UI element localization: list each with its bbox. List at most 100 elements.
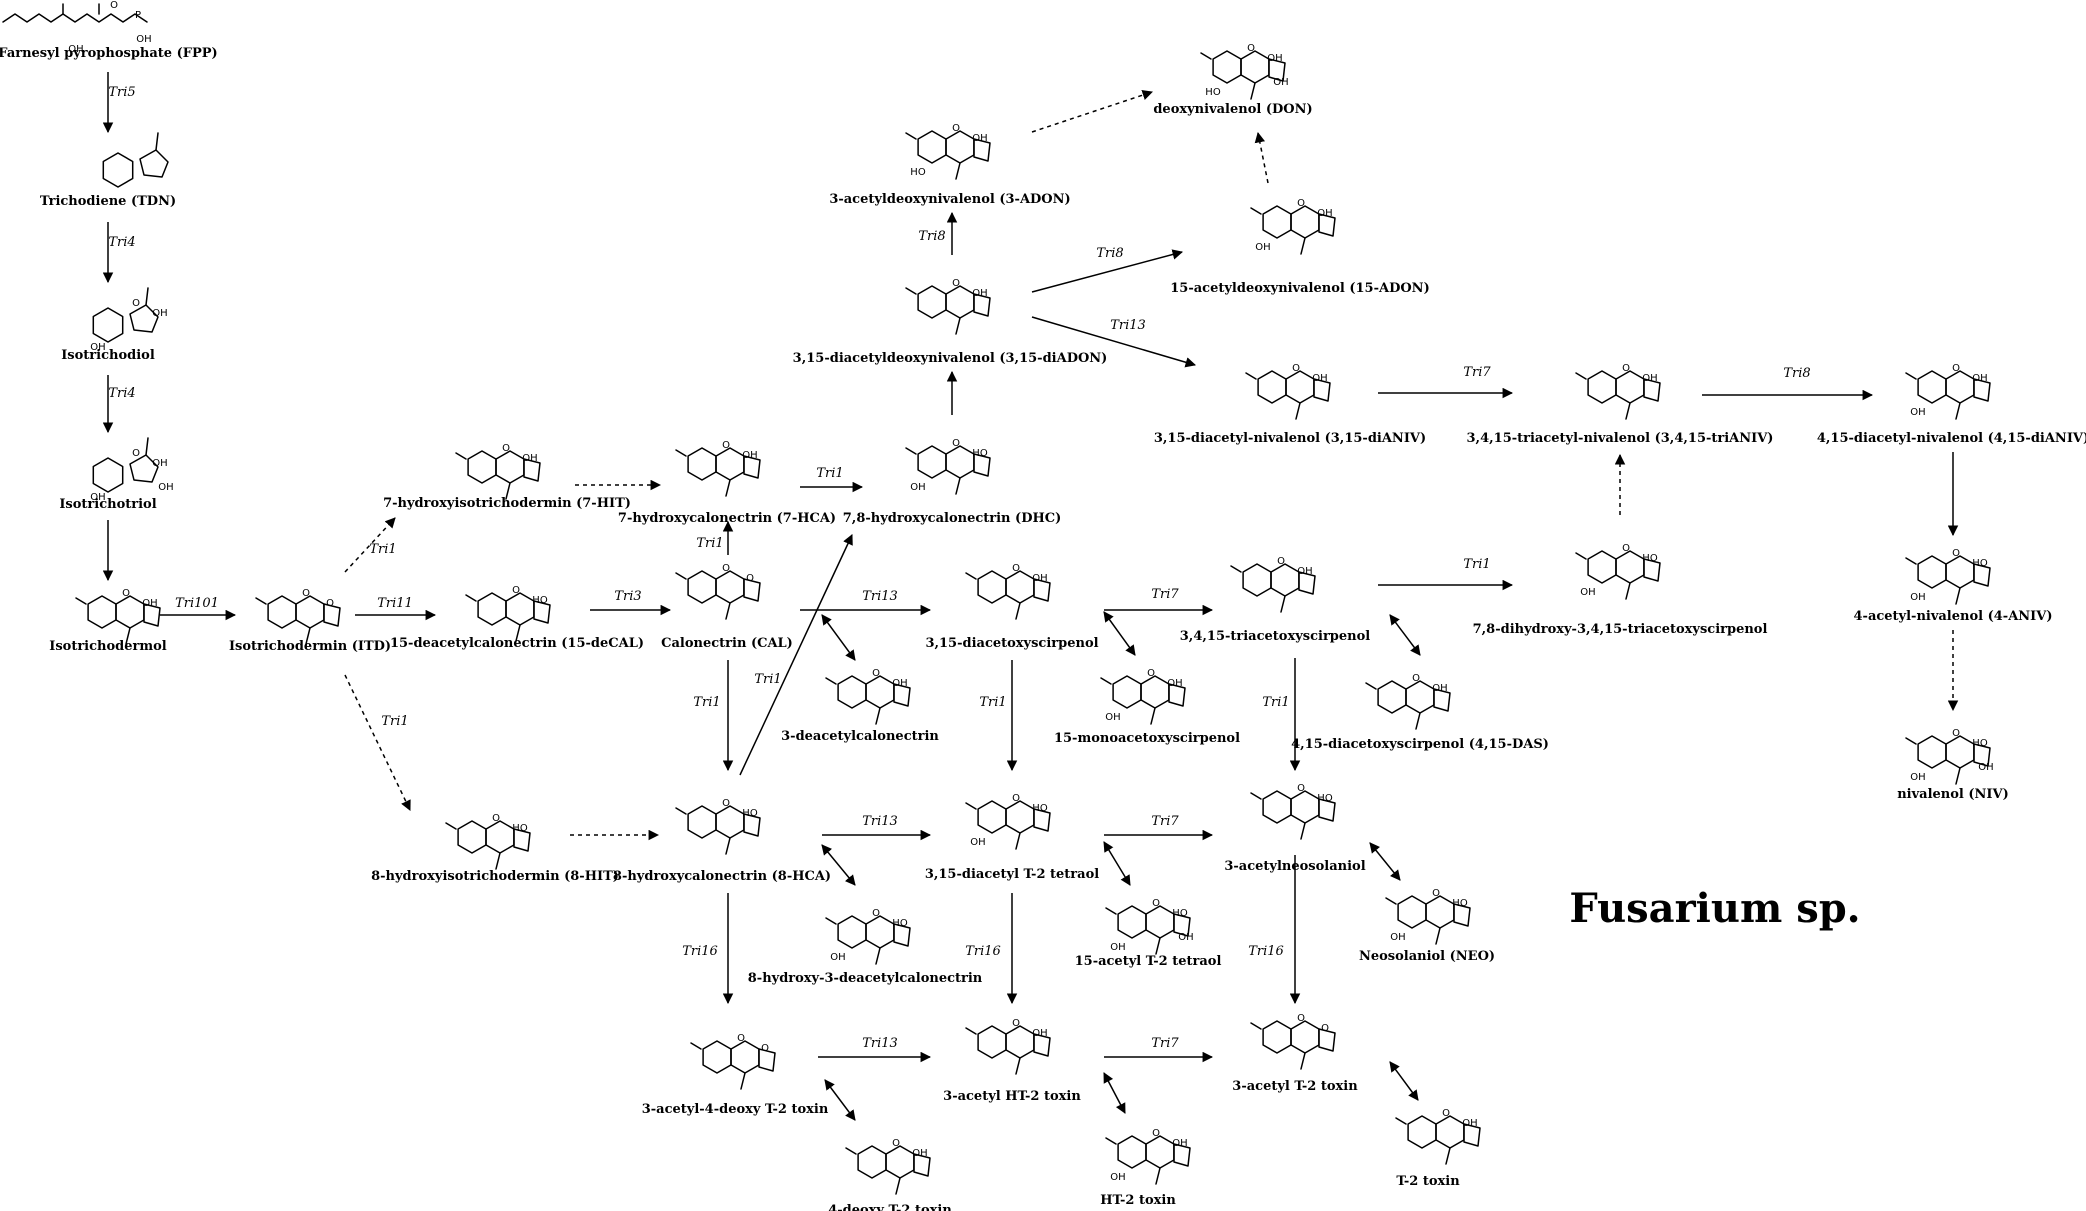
atom-label: O: [110, 0, 118, 11]
enzyme-label-r25: Tri13: [1110, 318, 1146, 333]
enzyme-label-r30: Tri7: [1151, 1036, 1179, 1051]
atom-label: O: [952, 438, 960, 449]
compound-name-trianiv: 3,4,15-triacetyl-nivalenol (3,4,15-triAN…: [1467, 431, 1774, 446]
atom-label: O: [1432, 888, 1440, 899]
enzyme-label-r8: Tri1: [381, 714, 408, 729]
atom-label: O: [1412, 673, 1420, 684]
atom-label: O: [1321, 1023, 1329, 1034]
atom-label: HO: [1452, 898, 1468, 909]
structure-das415: O OH: [1365, 673, 1451, 730]
atom-label: HO: [512, 823, 528, 834]
enzyme-labels: Tri5Tri4Tri4Tri101Tri1Tri11Tri1Tri3Tri1T…: [108, 85, 1810, 1051]
atom-label: O: [1297, 1013, 1305, 1024]
atom-label: O: [722, 798, 730, 809]
atom-label: O: [1012, 1018, 1020, 1029]
atom-label: O: [1622, 543, 1630, 554]
atom-label: OH: [1390, 932, 1405, 943]
atom-label: OH: [1267, 53, 1282, 64]
atom-label: OH: [90, 342, 105, 353]
atom-label: OH: [136, 34, 151, 45]
structure-aneo: OHO: [1250, 783, 1336, 840]
atom-label: OH: [152, 308, 167, 319]
atom-label: O: [1952, 728, 1960, 739]
structure-aht2: OOH: [965, 1018, 1051, 1075]
compound-name-neo: Neosolaniol (NEO): [1359, 949, 1495, 964]
reaction-arrow-adt2-to-dt2: [824, 1079, 856, 1121]
reaction-arrow-dias-to-mas15: [1103, 611, 1136, 656]
enzyme-label-r7: Tri11: [377, 596, 413, 611]
structure-hca8: OHO: [675, 798, 761, 855]
atom-label: OH: [830, 952, 845, 963]
compound-name-dhtas: 7,8-dihydroxy-3,4,15-triacetoxyscirpenol: [1473, 622, 1768, 637]
atom-label: OH: [1580, 587, 1595, 598]
structure-decal15: OHO: [465, 585, 551, 642]
compound-name-at2: 3-acetyl T-2 toxin: [1232, 1079, 1358, 1094]
atom-label: O: [722, 440, 730, 451]
compound-name-tas: 3,4,15-triacetoxyscirpenol: [1180, 629, 1371, 644]
enzyme-label-r17: Tri13: [862, 814, 898, 829]
atom-label: HO: [1642, 553, 1658, 564]
enzyme-label-r21: Tri8: [918, 229, 945, 244]
compound-name-t2: T-2 toxin: [1396, 1174, 1460, 1189]
compound-name-isotrichodiol: Isotrichodiol: [61, 348, 155, 363]
reaction-arrows: [102, 72, 1959, 1121]
atom-label: OH: [1032, 573, 1047, 584]
structure-itd: OO: [255, 588, 341, 645]
structure-dias: OOH: [965, 563, 1051, 620]
atom-label: O: [952, 123, 960, 134]
atom-label: OH: [742, 450, 757, 461]
atom-label: O: [722, 563, 730, 574]
compound-names: Farnesyl pyrophosphate (FPP)Trichodiene …: [0, 46, 2086, 1211]
compound-name-hit7: 7-hydroxyisotrichodermin (7-HIT): [383, 496, 631, 511]
structure-adt2: OO: [690, 1033, 776, 1090]
atom-label: O: [326, 598, 334, 609]
structure-hit7: OOH: [455, 443, 541, 500]
compound-name-fpp: Farnesyl pyrophosphate (FPP): [0, 46, 218, 61]
atom-label: OH: [1432, 683, 1447, 694]
atom-label: O: [1292, 363, 1300, 374]
enzyme-label-r12: Tri1: [696, 536, 723, 551]
reaction-arrow-cal-to-dcal3: [821, 614, 856, 661]
atom-label: O: [502, 443, 510, 454]
structure-t2: OOH: [1395, 1108, 1481, 1165]
compound-name-cal: Calonectrin (CAL): [661, 636, 793, 651]
enzyme-label-r35: Tri1: [1463, 557, 1490, 572]
compound-name-dias: 3,15-diacetoxyscirpenol: [925, 636, 1098, 651]
compound-name-isotrichodermol: Isotrichodermol: [49, 639, 167, 654]
structure-hit8: OHO: [445, 813, 531, 870]
atom-label: O: [122, 588, 130, 599]
atom-label: O: [1622, 363, 1630, 374]
compound-name-aniv4: 4-acetyl-nivalenol (4-ANIV): [1854, 609, 2053, 624]
structure-neo: O HO OH: [1385, 888, 1471, 945]
atom-label: O: [761, 1043, 769, 1054]
atom-label: HO: [1972, 558, 1988, 569]
enzyme-label-r16: Tri13: [862, 589, 898, 604]
compound-name-aht2: 3-acetyl HT-2 toxin: [943, 1089, 1081, 1104]
compound-name-dt2: 4-deoxy T-2 toxin: [828, 1203, 952, 1211]
structure-dianiv: OOH: [1245, 363, 1331, 420]
compound-name-hca8: 8-hydroxycalonectrin (8-HCA): [613, 869, 831, 884]
structure-dt2: OOH: [845, 1138, 931, 1195]
enzyme-label-r10: Tri3: [614, 589, 641, 604]
atom-label: O: [1442, 1108, 1450, 1119]
reaction-arrow-hca8-to-dhc: [739, 534, 853, 776]
compound-name-decal15: 15-deacetylcalonectrin (15-deCAL): [390, 636, 644, 651]
enzyme-label-r3: Tri4: [108, 386, 135, 401]
atom-label: OH: [1110, 1172, 1125, 1183]
atom-label: O: [302, 588, 310, 599]
atom-label: O: [132, 448, 140, 459]
compound-name-ht2: HT-2 toxin: [1100, 1193, 1176, 1208]
atom-label: HO: [1172, 908, 1188, 919]
reaction-arrow-diadon-to-adon15: [1031, 249, 1184, 293]
atom-label: OH: [1317, 208, 1332, 219]
atom-label: O: [512, 585, 520, 596]
atom-label: O: [1147, 668, 1155, 679]
atom-label: OH: [1172, 1138, 1187, 1149]
enzyme-label-r13: Tri1: [693, 695, 720, 710]
atom-label: O: [1012, 793, 1020, 804]
atom-label: HO: [1317, 793, 1333, 804]
compound-name-adon15: 15-acetyldeoxynivalenol (15-ADON): [1170, 281, 1429, 296]
